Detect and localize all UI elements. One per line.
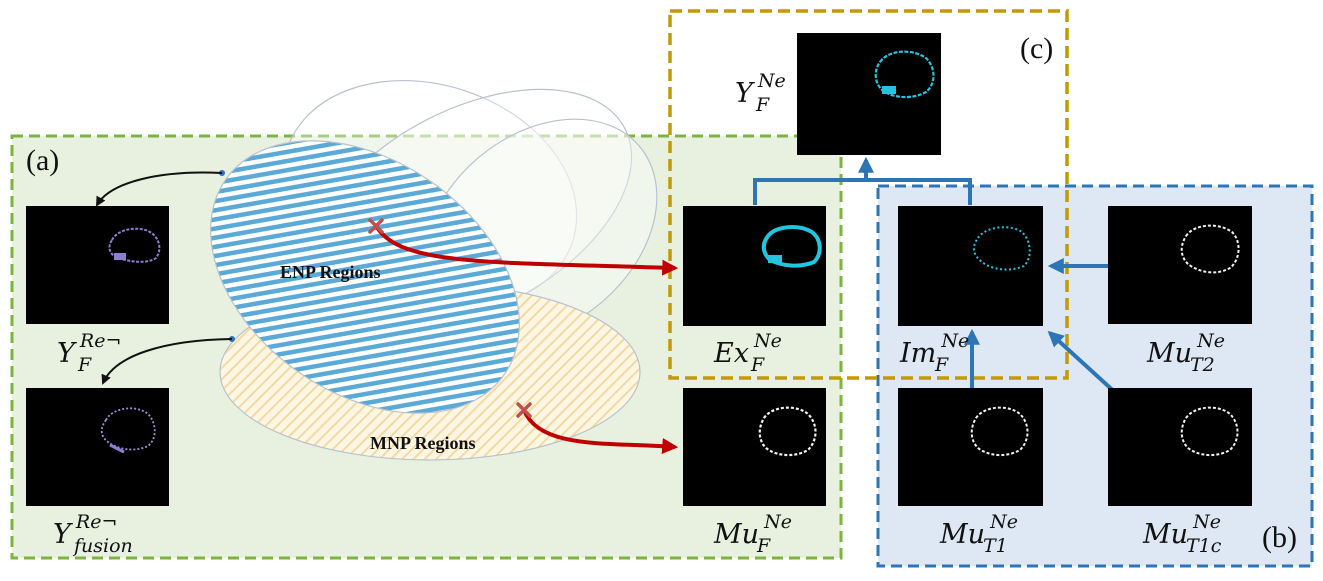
mask-mu-t2-ne xyxy=(1108,206,1252,324)
purple-mask-outline-2 xyxy=(100,407,156,451)
enp-region-label: ENP Regions xyxy=(280,262,381,282)
red-cross-enp xyxy=(368,218,384,234)
mask-mu-t1-ne xyxy=(898,388,1043,506)
blue-arrow-to-yf xyxy=(753,160,972,205)
label-mu-t1-ne: Mu Ne T1 xyxy=(939,511,1023,557)
label-y-f-ne: Y Ne F xyxy=(735,70,791,116)
mask-ex-f-ne xyxy=(683,206,826,326)
black-arrow-top xyxy=(96,171,223,207)
label-y-fusion-re: Y Re¬ fusion xyxy=(53,511,133,557)
mnp-region-label: MNP Regions xyxy=(370,433,476,453)
mask-y-fusion-re xyxy=(26,388,169,506)
blue-arrows xyxy=(753,160,1120,397)
label-mu-f-ne: Mu Ne F xyxy=(713,511,797,557)
mask-y-f-re xyxy=(26,206,169,324)
red-arrow-mnp-to-mu xyxy=(522,409,679,454)
red-arrow-enp-to-ex xyxy=(374,224,679,276)
panel-a-label: (a) xyxy=(26,144,59,177)
label-y-f-re: Y Re¬ F xyxy=(57,330,127,376)
red-cross-mnp xyxy=(516,402,532,418)
cyan-mask-outline-top xyxy=(874,50,935,99)
mask-y-f-ne xyxy=(797,33,941,155)
blue-arrow-t1c-to-im xyxy=(1047,330,1120,397)
mask-mu-f-ne xyxy=(683,388,826,506)
label-mu-t2-ne: Mu Ne T2 xyxy=(1146,330,1230,376)
panel-c-box xyxy=(668,9,1069,380)
cyan-mask-solid xyxy=(761,225,822,268)
enp-region xyxy=(210,140,520,414)
mask-mu-t1c-ne xyxy=(1108,388,1252,506)
label-mu-t1c-ne: Mu Ne T1c xyxy=(1142,511,1226,557)
mask-im-f-ne xyxy=(898,206,1043,326)
label-im-f-ne: Im Ne F xyxy=(899,330,974,376)
black-arrow-bottom xyxy=(101,338,233,385)
label-ex-f-ne: Ex Ne F xyxy=(713,330,787,376)
cyan-mask-dots xyxy=(972,226,1031,271)
panel-c-label: (c) xyxy=(1020,32,1053,65)
panel-b-label: (b) xyxy=(1262,521,1297,554)
purple-mask-outline-1 xyxy=(108,227,161,263)
